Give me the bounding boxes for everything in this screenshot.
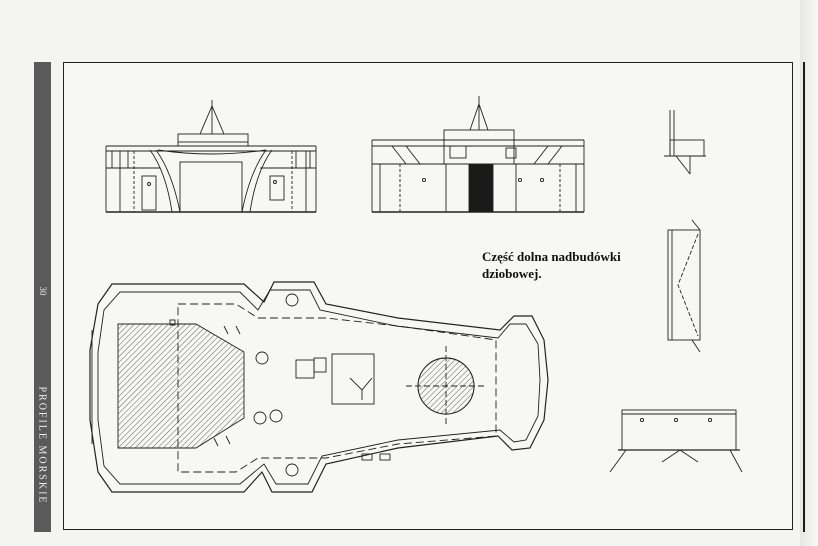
- front-elevation-drawing: [105, 100, 317, 213]
- detail-bracket-middle: [667, 219, 701, 353]
- caption-line-2: dziobowej.: [482, 266, 542, 281]
- right-margin-rule: [803, 62, 805, 532]
- detail-bracket-top: [664, 110, 706, 175]
- drawing-caption: Część dolna nadbudówki dziobowej.: [482, 248, 642, 282]
- side-elevation-drawing: [371, 96, 585, 213]
- detail-bracket-bottom: [609, 409, 743, 473]
- caption-line-1: Część dolna nadbudówki: [482, 249, 621, 264]
- spine-band: [34, 62, 51, 532]
- deck-plan-drawing: [89, 281, 549, 493]
